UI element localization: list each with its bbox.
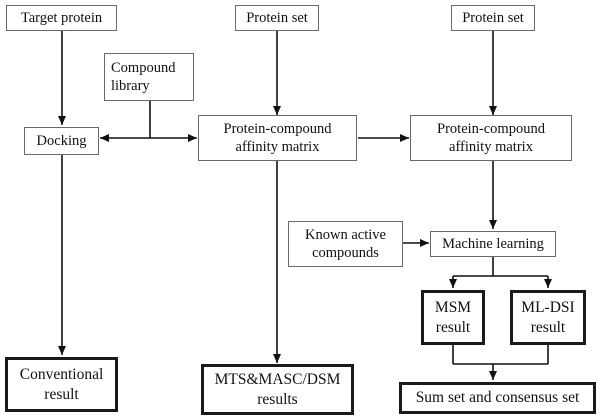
compound-library-box: Compound library (104, 53, 194, 101)
ml-dsi-result-label: ML-DSI result (521, 298, 575, 336)
machine-learning-label: Machine learning (442, 236, 544, 252)
mts-results-label: MTS&MASC/DSM results (214, 370, 341, 408)
known-active-label: Known active compounds (305, 227, 386, 261)
compound-library-label: Compound library (111, 60, 176, 94)
known-active-box: Known active compounds (288, 221, 403, 267)
target-protein-box: Target protein (6, 5, 117, 31)
mts-results-box: MTS&MASC/DSM results (201, 364, 354, 415)
protein-set-label-1: Protein set (246, 10, 308, 26)
msm-result-label: MSM result (434, 298, 472, 336)
affinity-matrix-label-1: Protein-compound affinity matrix (223, 121, 332, 155)
msm-result-box: MSM result (421, 290, 485, 345)
protein-set-box-2: Protein set (451, 5, 535, 31)
conventional-result-box: Conventional result (5, 357, 118, 412)
docking-label: Docking (36, 133, 87, 149)
affinity-matrix-box-1: Protein-compound affinity matrix (198, 115, 357, 161)
sum-consensus-box: Sum set and consensus set (399, 382, 596, 414)
protein-set-label-2: Protein set (462, 10, 524, 26)
protein-set-box-1: Protein set (235, 5, 319, 31)
docking-box: Docking (24, 127, 99, 155)
sum-consensus-label: Sum set and consensus set (415, 389, 580, 406)
conventional-result-label: Conventional result (19, 365, 104, 403)
machine-learning-box: Machine learning (430, 231, 556, 257)
affinity-matrix-box-2: Protein-compound affinity matrix (410, 115, 572, 161)
target-protein-label: Target protein (20, 10, 103, 26)
ml-dsi-result-box: ML-DSI result (510, 290, 586, 345)
affinity-matrix-label-2: Protein-compound affinity matrix (437, 121, 545, 155)
